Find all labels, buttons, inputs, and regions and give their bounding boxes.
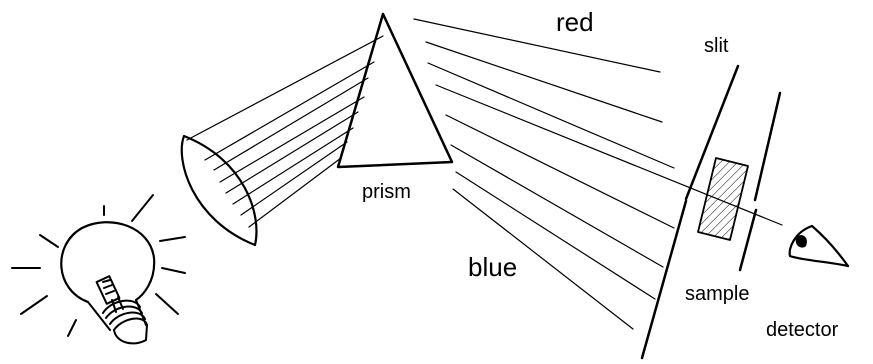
slit [640,64,782,360]
lens [180,134,258,247]
label-sample: sample [685,283,749,305]
dispersed-rays [413,18,783,330]
bulb-rays [11,194,186,337]
label-red: red [556,7,594,37]
bulb-glass [60,221,156,304]
label-prism: prism [362,181,411,203]
light-bulb [11,194,186,345]
detector-eye [788,224,850,268]
collimated-beam [186,35,384,228]
sample [697,157,749,241]
bulb-base [87,299,148,345]
bulb-filament [95,275,124,313]
label-detector: detector [766,319,839,341]
label-slit: slit [704,35,729,57]
prism [336,12,454,169]
label-blue: blue [468,252,517,282]
